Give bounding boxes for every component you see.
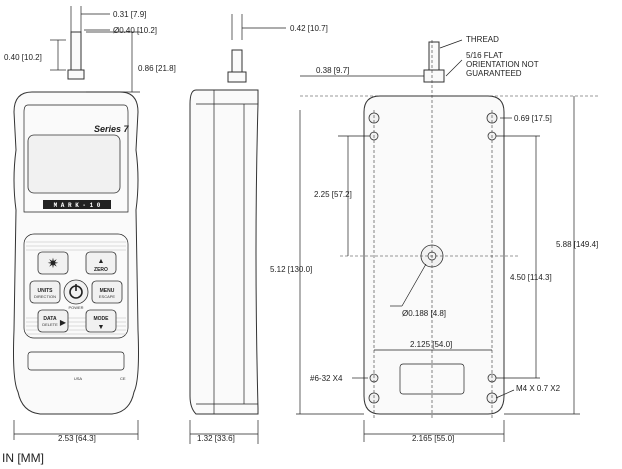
ce-mark: CE xyxy=(120,376,126,381)
note-flat-3: GUARANTEED xyxy=(466,69,522,78)
note-screws: #6-32 X4 xyxy=(310,374,343,383)
side-collar xyxy=(227,71,247,83)
dim-rear-height: 5.88 [149.4] xyxy=(556,240,598,249)
rear-collar xyxy=(423,69,445,83)
note-thread: THREAD xyxy=(466,35,499,44)
dim-rear-width: 2.165 [55.0] xyxy=(412,434,454,443)
units-key xyxy=(29,280,61,304)
dim-side-shaft: 0.42 [10.7] xyxy=(290,24,328,33)
dim-front-width: 2.53 [64.3] xyxy=(58,434,96,443)
usa-mark: USA xyxy=(74,376,83,381)
dim-shaft-length: 0.40 [10.2] xyxy=(4,53,42,62)
note-metric-screws: M4 X 0.7 X2 xyxy=(516,384,561,393)
brand-label: Series 7 xyxy=(94,124,130,134)
dim-side-depth: 1.32 [33.6] xyxy=(197,434,235,443)
rear-label-recess xyxy=(399,363,465,395)
data-key xyxy=(37,309,69,333)
rear-view: 0.38 [9.7] 0.69 [17.5] 2.25 [57.2] 5.12 … xyxy=(270,35,600,443)
note-flat-2: ORIENTATION NOT xyxy=(466,60,539,69)
display-screen xyxy=(27,134,121,194)
mark-strip-label: M A R K - 1 0 xyxy=(54,202,101,209)
backlight-key xyxy=(37,251,69,275)
menu-key xyxy=(91,280,123,304)
side-view: 0.42 [10.7] 1.32 [33.6] xyxy=(189,14,328,444)
power-key xyxy=(63,279,89,305)
dim-shaft-width: 0.31 [7.9] xyxy=(113,10,146,19)
front-label-slot xyxy=(27,351,125,371)
dim-rear-offset: 0.38 [9.7] xyxy=(316,66,349,75)
power-key-sublabel: POWER xyxy=(68,305,83,310)
dim-rear-hole-span: 4.50 [114.3] xyxy=(510,273,552,282)
front-shaft-collar xyxy=(67,69,85,80)
data-key-label: DATA xyxy=(43,316,57,322)
mode-key-label: MODE xyxy=(94,316,110,322)
dim-rear-upper: 2.25 [57.2] xyxy=(314,190,352,199)
data-key-sublabel: DELETE xyxy=(42,322,58,327)
triangle-up-icon: ▲ xyxy=(98,258,105,265)
note-flat-1: 5/16 FLAT xyxy=(466,51,503,60)
triangle-right-icon: ▶ xyxy=(60,318,67,327)
dim-center-hole: Ø0.188 [4.8] xyxy=(402,309,446,318)
front-bezel xyxy=(23,104,129,213)
dim-rear-top-hole: 0.69 [17.5] xyxy=(514,114,552,123)
keypad-panel xyxy=(23,233,129,339)
zero-key-label: ZERO xyxy=(94,267,108,273)
mode-key xyxy=(85,309,117,333)
sun-icon: ✷ xyxy=(47,255,59,271)
dim-shaft-dia: Ø0.40 [10.2] xyxy=(113,26,157,35)
zero-key xyxy=(85,251,117,275)
triangle-down-icon: ▼ xyxy=(98,324,105,331)
menu-key-label: MENU xyxy=(100,288,115,294)
menu-key-sublabel: ESCAPE xyxy=(99,294,116,299)
front-view: Series 7 M A R K - 1 0 ✷ ▲ ZERO UNITS DI… xyxy=(4,6,176,443)
units-note: IN [MM] xyxy=(2,451,44,465)
dim-hole-spacing: 2.125 [54.0] xyxy=(410,340,452,349)
dim-shaft-height: 0.86 [21.8] xyxy=(138,64,176,73)
units-key-sublabel: DIRECTION xyxy=(34,294,56,299)
side-housing xyxy=(189,89,259,415)
units-key-label: UNITS xyxy=(38,288,54,294)
dim-rear-lower: 5.12 [130.0] xyxy=(270,265,312,274)
mark-strip xyxy=(43,200,111,209)
